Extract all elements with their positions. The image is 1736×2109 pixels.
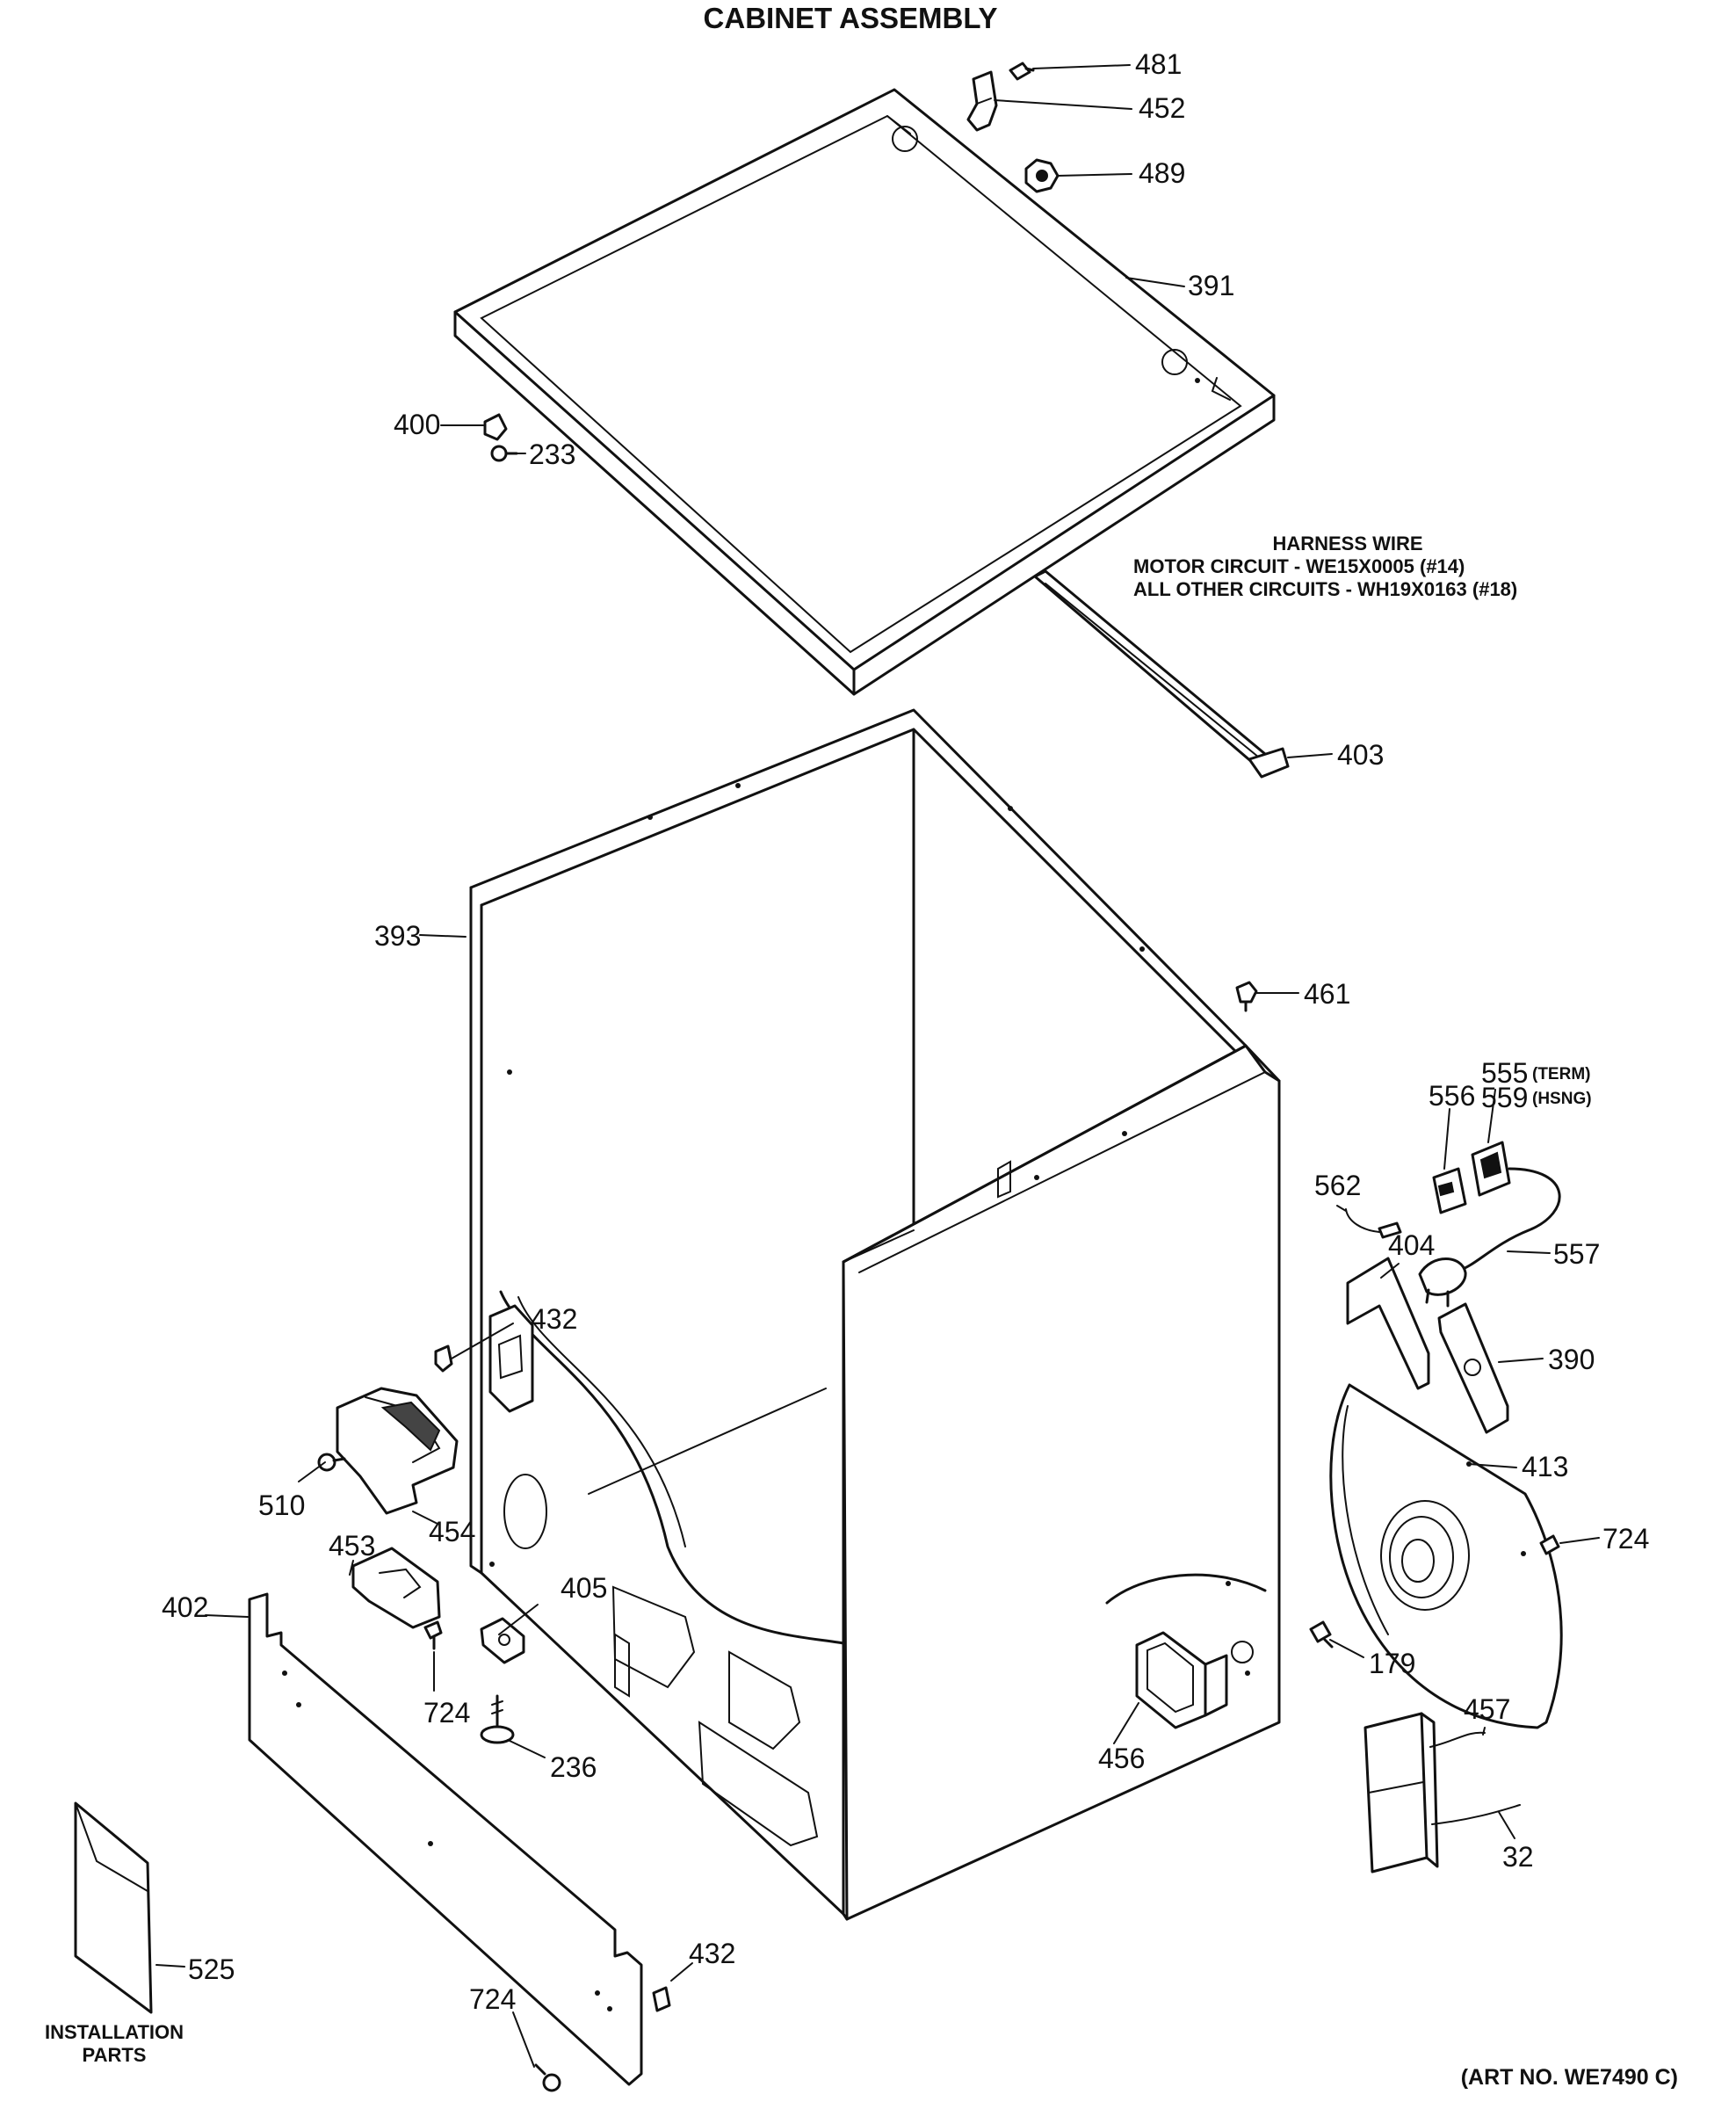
callout-413: 413 [1522, 1451, 1568, 1482]
harness-note-heading: HARNESS WIRE [1272, 533, 1423, 554]
callout-390: 390 [1548, 1344, 1595, 1375]
screw-part-179 [1309, 1620, 1334, 1649]
callout-453: 453 [329, 1530, 375, 1562]
art-number: (ART NO. WE7490 C) [1460, 2065, 1678, 2090]
hinge-part-454 [336, 1387, 459, 1515]
installation-parts-envelope-part-525 [74, 1801, 153, 2014]
screw-part-510 [317, 1453, 346, 1472]
clip-part-405 [480, 1617, 525, 1664]
callout-432-left: 432 [531, 1303, 577, 1335]
leader-lines [156, 64, 1600, 2068]
callout-557: 557 [1553, 1238, 1600, 1270]
screw-part-233 [490, 445, 518, 462]
callout-525: 525 [188, 1953, 235, 1985]
callout-456: 456 [1098, 1743, 1145, 1774]
nut-part-489 [1024, 158, 1060, 193]
callout-233: 233 [529, 438, 575, 470]
bracket-part-456 [1135, 1631, 1228, 1729]
toe-panel-part-402 [248, 1592, 643, 2086]
wire-part-32 [1429, 1731, 1521, 1825]
callout-556: 556 [1429, 1080, 1475, 1112]
callout-724-right: 724 [1602, 1523, 1649, 1555]
terminal-part-556 [1432, 1167, 1467, 1214]
power-cord-part-557 [1418, 1167, 1561, 1308]
clip-part-432-left [434, 1344, 453, 1373]
harness-note-motor-circuit: MOTOR CIRCUIT - WE15X0005 (#14) [1133, 555, 1465, 577]
screw-part-461 [1235, 981, 1258, 1012]
diagram-title: CABINET ASSEMBLY [703, 2, 998, 34]
callout-559: 559 [1481, 1082, 1528, 1113]
screw-part-724-bottom [534, 2063, 561, 2092]
callout-559-hsng: (HSNG) [1532, 1090, 1592, 1108]
callout-510: 510 [258, 1489, 305, 1521]
installation-parts-label: INSTALLATION PARTS [26, 2021, 202, 2067]
callout-labels: 481 452 489 391 400 233 403 393 461 555 … [162, 48, 1649, 2015]
harness-wire-note: HARNESS WIRE MOTOR CIRCUIT - WE15X0005 (… [1133, 533, 1562, 601]
callout-555: 555 [1481, 1057, 1528, 1089]
bracket-part-453 [351, 1547, 441, 1629]
installation-label-line1: INSTALLATION [44, 2021, 184, 2043]
callout-32: 32 [1502, 1841, 1534, 1873]
callout-452: 452 [1139, 92, 1185, 124]
callout-724-bottom: 724 [469, 1983, 516, 2015]
cabinet-part-393 [469, 708, 1281, 1921]
callout-489: 489 [1139, 157, 1185, 189]
callout-400: 400 [394, 409, 440, 440]
housing-part-559 [1471, 1141, 1511, 1197]
screw-part-724-right [1539, 1534, 1560, 1555]
harness-note-other-circuits: ALL OTHER CIRCUITS - WH19X0163 (#18) [1133, 578, 1518, 600]
installation-label-line2: PARTS [82, 2044, 147, 2066]
callout-457: 457 [1464, 1693, 1510, 1725]
top-cover-part-391 [453, 88, 1276, 696]
callout-405: 405 [561, 1572, 607, 1604]
callout-179: 179 [1369, 1648, 1415, 1679]
callout-391: 391 [1188, 270, 1234, 301]
hinge-clip-part-452 [966, 70, 998, 132]
callout-454: 454 [429, 1516, 475, 1547]
harness-wire-part-403 [1033, 569, 1290, 779]
clip-part-432-bottom [652, 1986, 671, 2012]
callout-724-mid: 724 [423, 1697, 470, 1729]
screw-part-481 [1009, 62, 1035, 81]
plate-part-390 [1437, 1302, 1509, 1434]
callout-393: 393 [374, 920, 421, 952]
callout-432-bottom: 432 [689, 1938, 735, 1969]
callout-555-term: (TERM) [1532, 1065, 1590, 1083]
bracket-part-404 [1346, 1257, 1430, 1390]
callout-404: 404 [1388, 1229, 1435, 1261]
insulation-block-part-457 [1363, 1712, 1439, 1873]
leg-part-236 [480, 1694, 515, 1744]
bracket-on-side-panel [488, 1304, 534, 1413]
rear-panel-part-413 [1329, 1383, 1563, 1729]
callout-562: 562 [1314, 1170, 1361, 1201]
callout-403: 403 [1337, 739, 1384, 771]
terminal-wire-part-562 [1345, 1208, 1402, 1239]
clip-part-400 [483, 413, 508, 441]
callout-481: 481 [1135, 48, 1182, 80]
callout-402: 402 [162, 1591, 208, 1623]
callout-236: 236 [550, 1751, 597, 1783]
callout-461: 461 [1304, 978, 1350, 1010]
screw-part-724-mid [423, 1620, 443, 1650]
